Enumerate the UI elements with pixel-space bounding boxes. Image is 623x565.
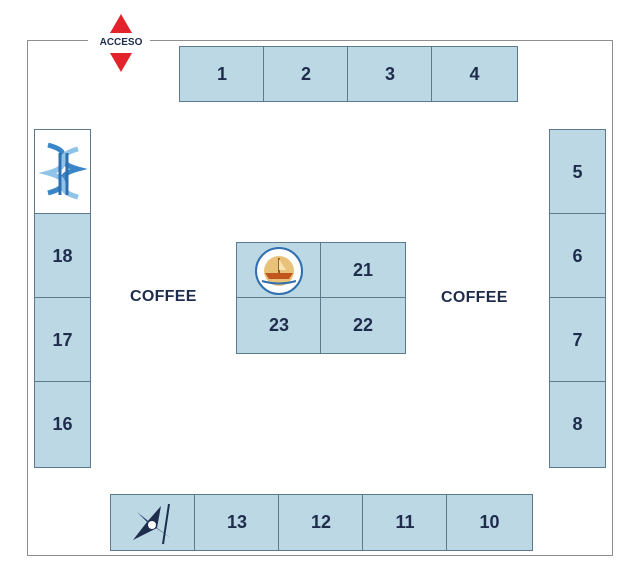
booth-10[interactable]: 10 xyxy=(446,494,533,551)
booth-6[interactable]: 6 xyxy=(549,213,606,299)
booth-7[interactable]: 7 xyxy=(549,297,606,383)
access-marker: ACCESO xyxy=(91,10,151,78)
booth-1[interactable]: 1 xyxy=(179,46,265,102)
booth-11[interactable]: 11 xyxy=(362,494,448,551)
booth-8[interactable]: 8 xyxy=(549,381,606,468)
booth-18[interactable]: 18 xyxy=(34,213,91,299)
booth-23[interactable]: 23 xyxy=(236,297,322,354)
access-label: ACCESO xyxy=(99,37,143,48)
entrance-gap xyxy=(88,34,150,46)
ship-logo-icon xyxy=(255,246,303,295)
booth-4[interactable]: 4 xyxy=(431,46,518,102)
arrow-down-icon xyxy=(110,53,132,72)
exhibition-hall xyxy=(27,40,613,556)
booth-logo-ship[interactable] xyxy=(236,242,322,299)
coffee-right-label: COFFEE xyxy=(441,289,508,306)
booth-21[interactable]: 21 xyxy=(320,242,406,299)
booth-13[interactable]: 13 xyxy=(194,494,280,551)
booth-22[interactable]: 22 xyxy=(320,297,406,354)
booth-3[interactable]: 3 xyxy=(347,46,433,102)
coffee-left-label: COFFEE xyxy=(130,288,197,305)
booth-16[interactable]: 16 xyxy=(34,381,91,468)
arrow-up-icon xyxy=(110,14,132,33)
booth-2[interactable]: 2 xyxy=(263,46,349,102)
booth-logo-dna[interactable] xyxy=(34,129,91,215)
booth-12[interactable]: 12 xyxy=(278,494,364,551)
compass-star-icon xyxy=(133,503,171,544)
booth-5[interactable]: 5 xyxy=(549,129,606,215)
booth-logo-compass[interactable] xyxy=(110,494,196,551)
dna-helix-icon xyxy=(37,142,88,200)
booth-17[interactable]: 17 xyxy=(34,297,91,383)
